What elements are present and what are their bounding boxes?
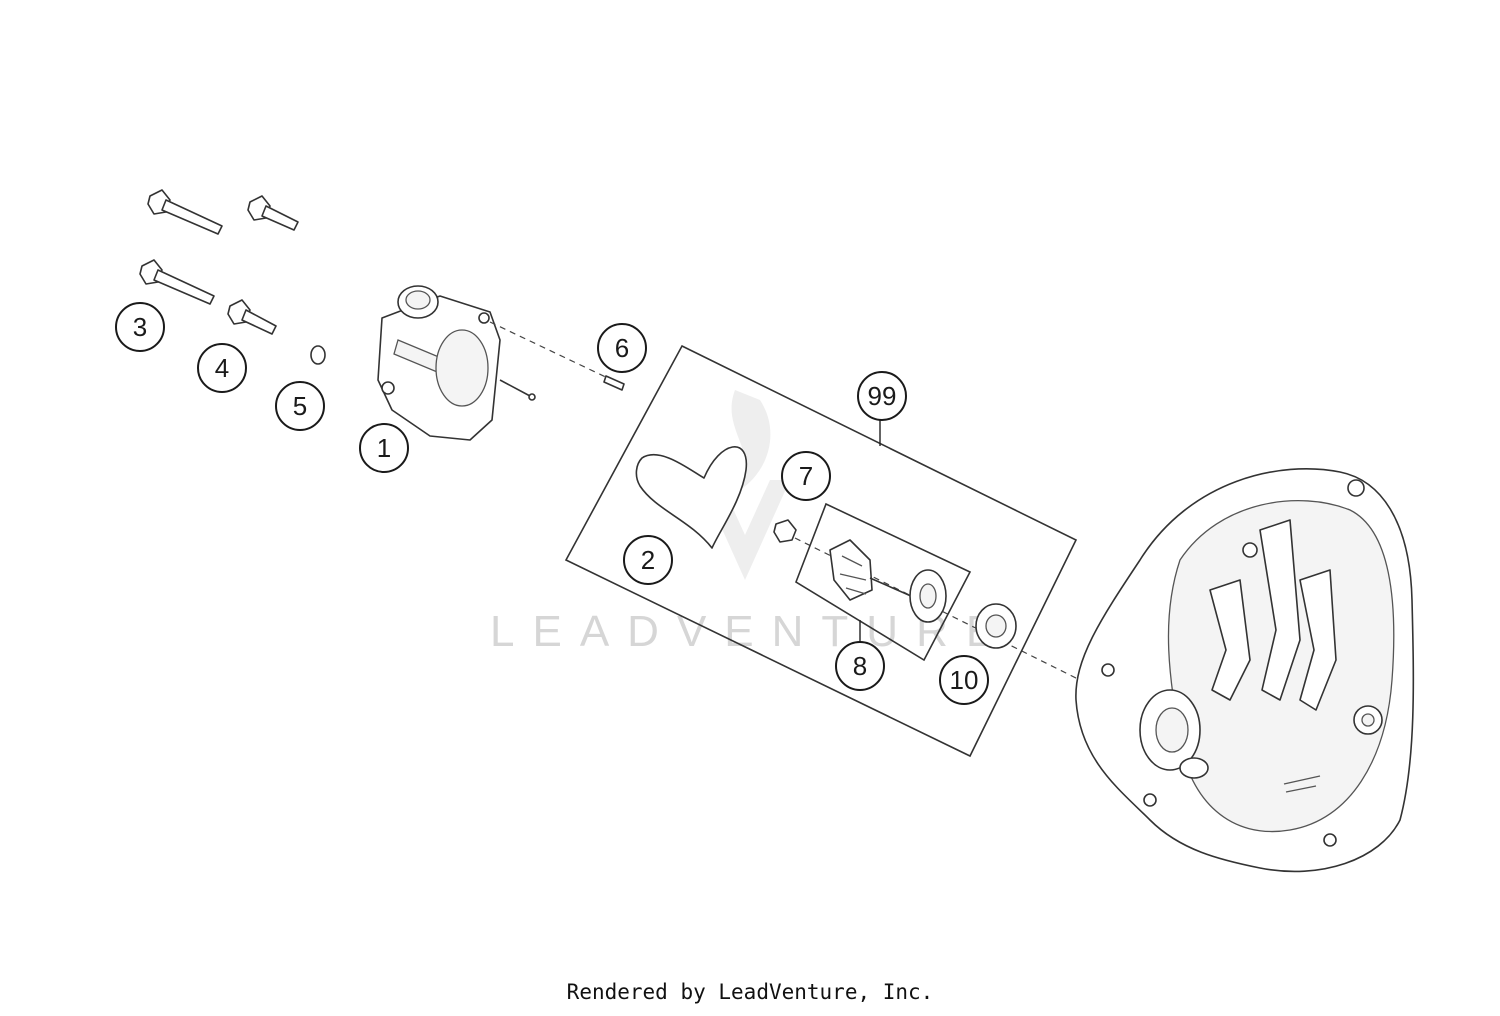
- callout-5: 5: [275, 381, 325, 431]
- callout-6: 6: [597, 323, 647, 373]
- callout-10: 10: [939, 655, 989, 705]
- callout-4: 4: [197, 343, 247, 393]
- svg-text:2: 2: [641, 545, 655, 575]
- kit-99-box: [564, 344, 1078, 758]
- footer-credit: Rendered by LeadVenture, Inc.: [566, 980, 934, 1004]
- kit-8-box: [795, 502, 972, 662]
- clutch-cover: [1075, 468, 1415, 873]
- svg-text:8: 8: [853, 651, 867, 681]
- svg-text:6: 6: [615, 333, 629, 363]
- screw-6: [603, 375, 625, 391]
- callout-2: 2: [623, 535, 673, 585]
- svg-text:7: 7: [799, 461, 813, 491]
- callout-3: 3: [115, 302, 165, 352]
- seal-10: [975, 603, 1017, 649]
- svg-text:3: 3: [133, 312, 147, 342]
- svg-text:1: 1: [377, 433, 391, 463]
- svg-text:5: 5: [293, 391, 307, 421]
- bolt-short-top: [247, 195, 299, 231]
- washer-5: [310, 345, 326, 365]
- watermark-text: LEADVENTURE: [490, 607, 1013, 656]
- watermark: LEADVENTURE: [490, 390, 1013, 656]
- svg-text:99: 99: [868, 381, 897, 411]
- callout-7: 7: [781, 451, 831, 501]
- bolt-group: [139, 189, 326, 365]
- svg-text:4: 4: [215, 353, 229, 383]
- impeller-8: [829, 539, 947, 623]
- axis-line-bolt-6: [489, 321, 613, 381]
- nut-7: [773, 519, 797, 543]
- callout-8: 8: [835, 641, 885, 691]
- callout-99: 99: [857, 371, 907, 421]
- bolt-short-bottom: [227, 299, 277, 335]
- bolt-long-bottom: [139, 259, 215, 305]
- gasket-2: [635, 446, 748, 549]
- svg-text:10: 10: [950, 665, 979, 695]
- water-pump-cover: [377, 285, 536, 441]
- callout-1: 1: [359, 423, 409, 473]
- bolt-long-top: [147, 189, 223, 235]
